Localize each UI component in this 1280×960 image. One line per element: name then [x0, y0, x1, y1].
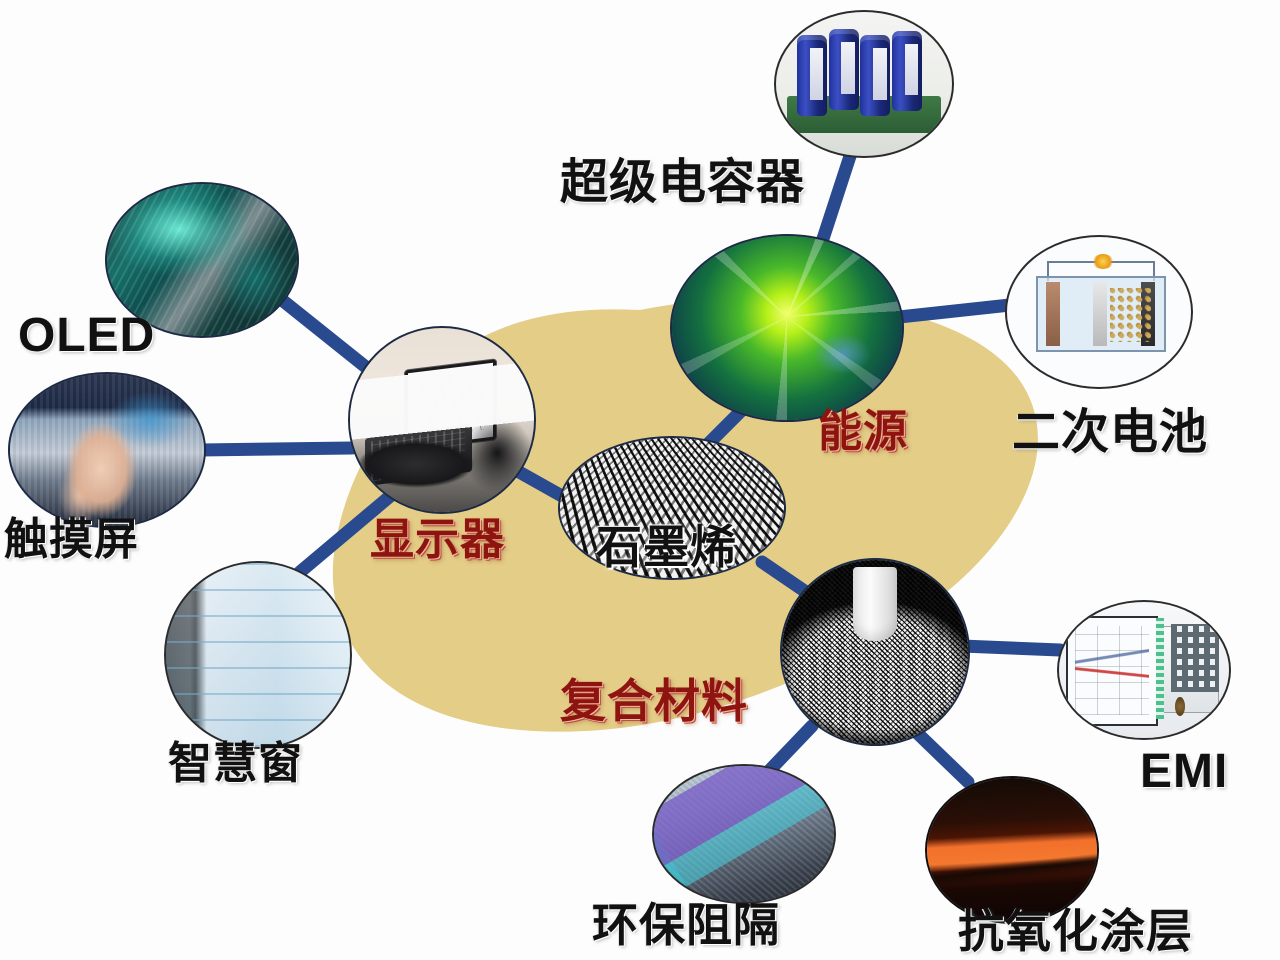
- category-label-energy: 能源: [818, 406, 908, 457]
- leaf-label-oled: OLED: [18, 309, 156, 362]
- category-label-composite: 复合材料: [560, 674, 748, 728]
- center-node-label: 石墨烯: [596, 520, 737, 574]
- leaf-label-supercapacitor: 超级电容器: [560, 154, 806, 210]
- smart-window-icon: [166, 563, 350, 747]
- supercapacitor-icon: [776, 12, 952, 156]
- graphene-mesh-icon: [560, 438, 784, 578]
- display-hub-node[interactable]: [348, 326, 536, 514]
- leaf-label-eco-barrier: 环保阻隔: [592, 898, 780, 952]
- leaf-node-secondary-battery[interactable]: [1005, 235, 1193, 389]
- leaf-node-touchscreen[interactable]: [8, 372, 206, 528]
- leaf-label-antioxidation-coating: 抗氧化涂层: [958, 904, 1193, 958]
- leaf-node-emi[interactable]: [1057, 600, 1231, 740]
- leaf-label-emi: EMI: [1140, 745, 1229, 798]
- composite-hub-node[interactable]: [780, 558, 970, 746]
- energy-globe-icon: [672, 236, 902, 420]
- foam-cup-icon: [782, 560, 968, 744]
- leaf-node-eco-barrier[interactable]: [652, 764, 836, 904]
- leaf-node-oled[interactable]: [105, 182, 299, 338]
- laptop-icon: [350, 328, 534, 512]
- touchscreen-hand-icon: [10, 374, 204, 526]
- center-node-graphene[interactable]: [558, 436, 786, 580]
- leaf-label-smart-window: 智慧窗: [168, 738, 303, 789]
- leaf-node-supercapacitor[interactable]: [774, 10, 954, 158]
- leaf-node-smart-window[interactable]: [164, 561, 352, 749]
- eco-barrier-film-icon: [654, 766, 834, 902]
- network-analyzer-icon: [1059, 602, 1229, 738]
- leaf-label-touchscreen: 触摸屏: [4, 514, 139, 565]
- secondary-battery-icon: [1007, 237, 1191, 387]
- edge-energy-supercap: [813, 143, 859, 255]
- edge-touch-display: [193, 441, 359, 457]
- edge-energy-battery: [883, 298, 1017, 325]
- leaf-node-antioxidation-coating[interactable]: [925, 776, 1099, 924]
- edge-composite-emi: [955, 639, 1067, 657]
- leaf-label-secondary-battery: 二次电池: [1012, 404, 1209, 460]
- category-label-display: 显示器: [370, 514, 505, 565]
- antioxidation-coating-icon: [927, 778, 1097, 922]
- energy-hub-node[interactable]: [670, 234, 904, 422]
- oled-wafer-icon: [107, 184, 297, 336]
